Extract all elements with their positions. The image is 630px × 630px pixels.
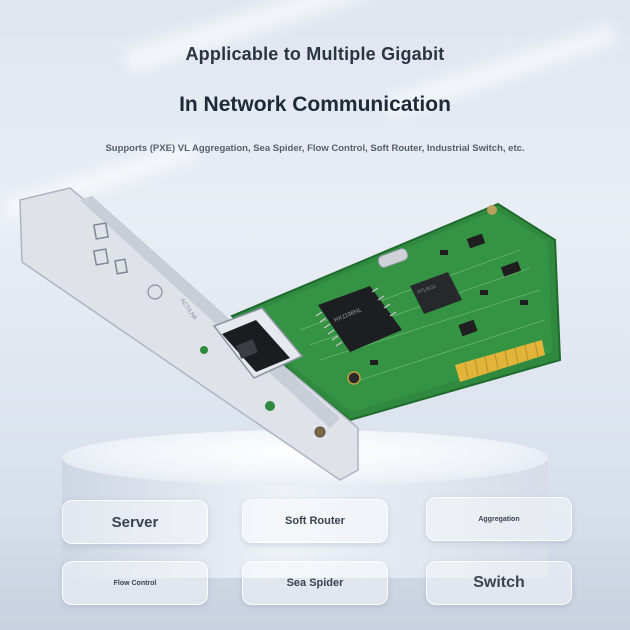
controller-chip (410, 272, 462, 314)
tag-server: Server (62, 500, 208, 544)
headline-line1: Applicable to Multiple Gigabit (185, 44, 445, 64)
small-components (370, 233, 528, 365)
tag-sea-spider: Sea Spider (242, 561, 388, 605)
gold-fingers (455, 340, 545, 382)
tag-flow-control: Flow Control (62, 561, 208, 605)
headline-subtitle: Supports (PXE) VL Aggregation, Sea Spide… (105, 143, 525, 154)
rj45-port-icon (212, 307, 304, 379)
headline-line2: In Network Communication (179, 93, 451, 116)
crystal-oscillator (377, 248, 409, 268)
magnetics-chip (315, 286, 402, 352)
tag-aggregation: Aggregation (426, 497, 572, 541)
mount-hole (487, 205, 497, 215)
capacitor (347, 371, 361, 385)
pci-bracket: ACT/LNK (19, 187, 359, 481)
tag-switch: Switch (426, 561, 572, 605)
tag-soft-router: Soft Router (242, 499, 388, 543)
